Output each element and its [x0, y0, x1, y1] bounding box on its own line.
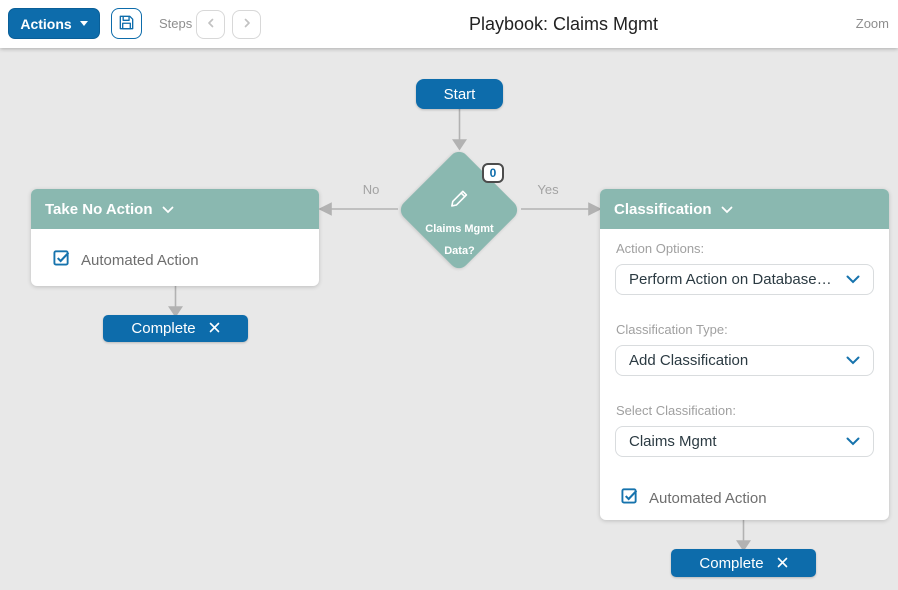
decision-count-badge: 0: [482, 163, 504, 183]
field-action-options: Action Options: Perform Action on Databa…: [615, 241, 874, 295]
chevron-right-icon: [241, 17, 253, 32]
actions-button-label: Actions: [20, 15, 72, 32]
automated-action-checkbox[interactable]: Automated Action: [621, 487, 874, 509]
field-label: Action Options:: [616, 241, 705, 256]
classification-body: Action Options: Perform Action on Databa…: [600, 229, 889, 509]
chevron-down-icon: [846, 352, 860, 370]
caret-down-icon: [79, 21, 88, 26]
toolbar: Playbook: Claims Mgmt Actions Steps: [0, 0, 898, 48]
flow-canvas[interactable]: Start Claims Mgmt Data? 0 No Yes Take No…: [0, 48, 898, 590]
automated-action-label: Automated Action: [649, 489, 767, 507]
actions-button[interactable]: Actions: [8, 8, 100, 39]
take-no-action-card: Take No Action Automated Action: [31, 189, 319, 286]
connector-start-to-decision: [452, 109, 467, 151]
complete-label: Complete: [131, 320, 196, 337]
close-icon[interactable]: [209, 320, 220, 337]
take-no-action-header[interactable]: Take No Action: [31, 189, 319, 229]
close-icon[interactable]: [777, 555, 788, 572]
edge-label-yes: Yes: [537, 182, 559, 197]
chevron-down-icon: [846, 271, 860, 289]
select-classification-select[interactable]: Claims Mgmt: [615, 426, 874, 457]
classification-card: Classification Action Options: Perform A…: [600, 189, 889, 520]
classification-title: Classification: [614, 200, 712, 218]
connector-decision-to-take-no-action: [318, 202, 398, 216]
field-select-classification: Select Classification: Claims Mgmt: [615, 403, 874, 457]
connector-take-no-action-to-complete: [168, 286, 183, 318]
save-button[interactable]: [111, 8, 142, 39]
automated-action-checkbox[interactable]: Automated Action: [53, 249, 319, 271]
automated-action-label: Automated Action: [81, 251, 199, 269]
checkbox-checked-icon: [53, 249, 70, 271]
complete-label: Complete: [699, 554, 764, 572]
steps-prev-button[interactable]: [196, 10, 225, 39]
classification-header[interactable]: Classification: [600, 189, 889, 229]
steps-next-button[interactable]: [232, 10, 261, 39]
connector-decision-to-classification: [521, 202, 602, 216]
start-node-label: Start: [443, 85, 476, 103]
chevron-left-icon: [205, 17, 217, 32]
field-label: Classification Type:: [616, 322, 728, 337]
chevron-down-icon: [846, 433, 860, 451]
steps-label: Steps: [159, 16, 193, 31]
field-classification-type: Classification Type: Add Classification: [615, 322, 874, 376]
chevron-down-icon: [162, 201, 174, 218]
flow-connectors: [168, 109, 751, 552]
classification-complete-button[interactable]: Complete: [671, 549, 816, 577]
take-no-action-title: Take No Action: [45, 200, 153, 218]
action-options-select[interactable]: Perform Action on Database…: [615, 264, 874, 295]
edge-label-no: No: [362, 182, 380, 197]
classification-type-select[interactable]: Add Classification: [615, 345, 874, 376]
select-value: Add Classification: [629, 352, 749, 369]
select-value: Perform Action on Database…: [629, 271, 832, 288]
take-no-action-complete-button[interactable]: Complete: [103, 315, 248, 342]
checkbox-checked-icon: [621, 487, 638, 509]
field-label: Select Classification:: [616, 403, 736, 418]
page-title: Playbook: Claims Mgmt: [469, 14, 659, 34]
select-value: Claims Mgmt: [629, 433, 717, 450]
chevron-down-icon: [721, 201, 733, 218]
zoom-label: Zoom: [855, 16, 889, 31]
start-node[interactable]: Start: [416, 79, 503, 109]
connector-classification-to-complete: [736, 520, 751, 552]
take-no-action-body: Automated Action: [31, 229, 319, 271]
save-icon: [117, 13, 136, 35]
